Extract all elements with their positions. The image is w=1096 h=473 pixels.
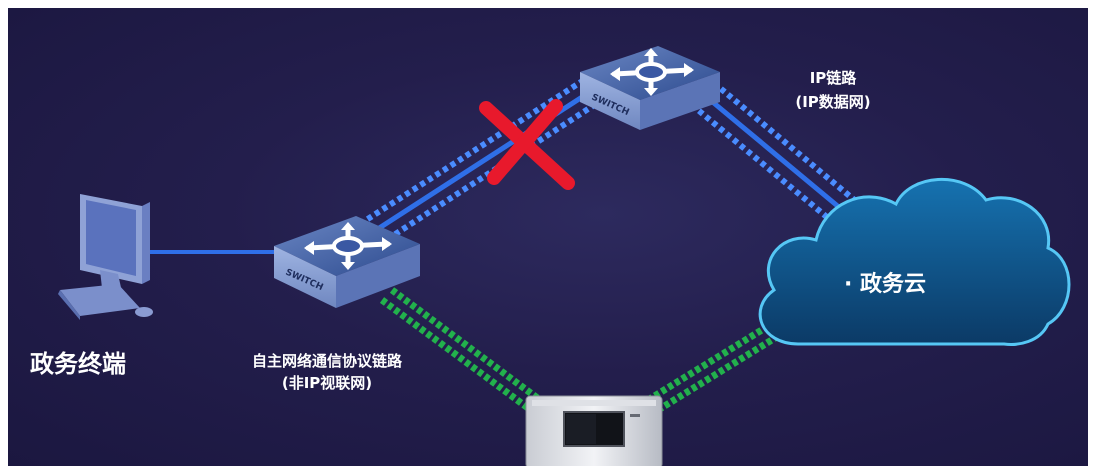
protocol-link-left [379,287,543,411]
ip-link-label: IP链路 (IP数据网) [768,66,898,114]
ip-label-line2: (IP数据网) [795,93,871,111]
video-server-icon [525,395,663,466]
terminal-label: 政务终端 [30,350,126,378]
ip-link-cloud [690,80,860,226]
diagram-canvas: SWITCH SWITCH [8,8,1088,466]
government-cloud-icon [758,178,1071,346]
protocol-link-label: 自主网络通信协议链路 (非IP视联网) [222,350,432,394]
protocol-label-line2: (非IP视联网) [281,374,373,392]
computer-terminal-icon [58,194,153,320]
cloud-label: · 政务云 [844,272,927,297]
ip-label-line1: IP链路 [809,69,857,87]
protocol-link-right [646,317,790,413]
switch-icon-top: SWITCH [580,46,720,130]
link-broken-cross [479,99,575,190]
switch-icon-left: SWITCH [274,216,420,308]
network-diagram: SWITCH SWITCH [58,46,1071,466]
protocol-label-line1: 自主网络通信协议链路 [251,352,402,370]
